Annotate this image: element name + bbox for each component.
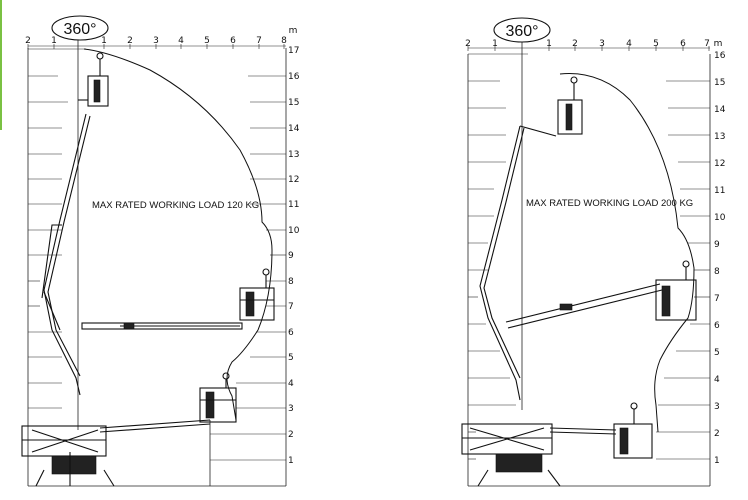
y-tick: 7 xyxy=(288,302,294,312)
y-tick: 4 xyxy=(288,379,294,389)
x-tick: 1 xyxy=(546,39,552,49)
y-tick: 1 xyxy=(714,456,720,466)
x-tick: 1 xyxy=(101,36,107,46)
y-tick: 11 xyxy=(288,200,299,210)
x-tick: 2 xyxy=(25,36,31,46)
y-tick: 16 xyxy=(714,51,726,61)
y-tick: 2 xyxy=(288,430,294,440)
y-tick: 5 xyxy=(714,348,720,358)
rotation-label: 360° xyxy=(505,23,538,40)
y-tick: 15 xyxy=(714,78,725,88)
load-label: MAX RATED WORKING LOAD 120 KG xyxy=(92,200,259,211)
x-tick: 1 xyxy=(492,39,498,49)
x-tick: 3 xyxy=(599,39,605,49)
x-tick: 7 xyxy=(704,39,710,49)
y-tick: 11 xyxy=(714,186,725,196)
y-tick: 3 xyxy=(714,402,720,412)
y-tick: 5 xyxy=(288,353,294,363)
y-tick: 10 xyxy=(288,226,300,236)
grid-lines-right xyxy=(468,53,710,460)
y-tick: 17 xyxy=(288,46,299,56)
y-tick: 9 xyxy=(714,240,720,250)
y-tick: 8 xyxy=(714,267,720,277)
x-tick: 8 xyxy=(281,36,287,46)
y-tick: 6 xyxy=(288,328,294,338)
y-tick: 16 xyxy=(288,72,300,82)
y-tick: 12 xyxy=(288,175,299,185)
y-tick: 6 xyxy=(714,321,720,331)
diagram-right: 2 1 1 2 3 4 5 6 7 m 16 15 14 13 12 11 10… xyxy=(461,17,726,487)
rotation-ellipse xyxy=(51,15,109,41)
diagram-left: 2 1 1 2 3 4 5 6 7 8 m 17 16 15 14 13 12 … xyxy=(21,15,300,487)
y-tick: 9 xyxy=(288,251,294,261)
x-tick: 7 xyxy=(256,36,262,46)
machine-left xyxy=(21,52,275,487)
x-tick: 6 xyxy=(680,39,686,49)
working-envelope xyxy=(83,48,273,421)
x-tick: 4 xyxy=(178,36,184,46)
machine-right xyxy=(461,76,697,487)
x-tick-marks xyxy=(27,44,286,49)
y-tick: 13 xyxy=(714,132,725,142)
x-tick: 2 xyxy=(465,39,471,49)
load-label: MAX RATED WORKING LOAD 200 KG xyxy=(526,198,693,209)
y-tick: 7 xyxy=(714,294,720,304)
x-tick: 2 xyxy=(127,36,133,46)
unit-label: m xyxy=(289,26,298,36)
y-tick: 14 xyxy=(714,105,726,115)
x-tick: 1 xyxy=(51,36,57,46)
x-tick: 6 xyxy=(230,36,236,46)
y-tick: 8 xyxy=(288,277,294,287)
y-tick: 2 xyxy=(714,429,720,439)
x-tick-marks xyxy=(467,46,710,51)
x-tick: 4 xyxy=(626,39,632,49)
unit-label: m xyxy=(714,39,723,49)
working-envelope xyxy=(559,73,695,433)
y-tick: 1 xyxy=(288,456,294,466)
y-tick: 3 xyxy=(288,404,294,414)
rotation-label: 360° xyxy=(63,21,96,38)
x-tick: 3 xyxy=(153,36,159,46)
x-tick: 5 xyxy=(653,39,659,49)
accent-bar xyxy=(0,0,2,130)
x-tick: 5 xyxy=(204,36,210,46)
y-tick: 13 xyxy=(288,150,299,160)
grid-lines-left xyxy=(28,48,286,461)
y-tick: 15 xyxy=(288,98,299,108)
y-tick: 4 xyxy=(714,375,720,385)
rotation-ellipse xyxy=(493,17,551,43)
y-tick: 10 xyxy=(714,213,726,223)
x-tick: 2 xyxy=(572,39,578,49)
y-tick: 12 xyxy=(714,159,725,169)
y-tick: 14 xyxy=(288,124,300,134)
